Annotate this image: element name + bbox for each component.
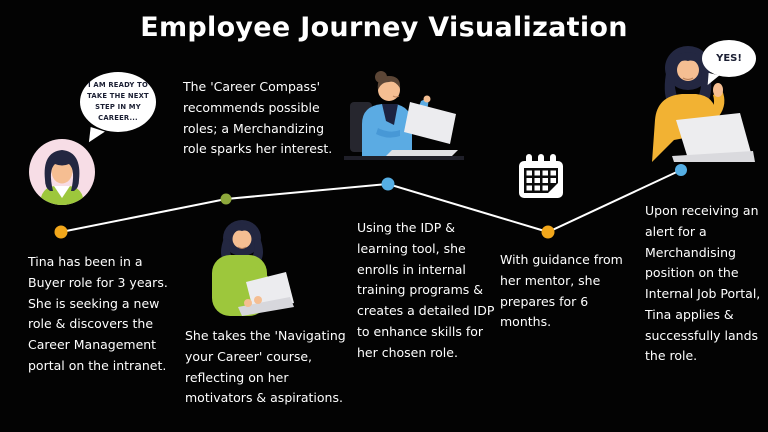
page-title: Employee Journey Visualization xyxy=(140,12,628,43)
yes-speech-text: YES! xyxy=(716,53,742,64)
step-1-description: Tina has been in a Buyer role for 3 year… xyxy=(28,254,168,373)
milestone-dot-1 xyxy=(54,225,68,239)
milestone-dot-3 xyxy=(381,177,395,191)
milestone-dot-5 xyxy=(675,164,687,176)
woman-celebrating xyxy=(652,46,755,162)
yes-speech-bubble: YES! xyxy=(702,40,756,77)
tina-avatar xyxy=(29,139,95,205)
calendar-icon xyxy=(519,154,563,198)
step-2-description-top: The 'Career Compass' recommends possible… xyxy=(183,79,333,157)
milestone-dot-4 xyxy=(541,225,555,239)
intro-speech-bubble: I AM READY TO TAKE THE NEXT STEP IN MY C… xyxy=(80,72,156,132)
milestone-dot-2 xyxy=(220,193,232,205)
woman-typing-on-laptop xyxy=(212,220,294,316)
step-5-description: Upon receiving an alert for a Merchandis… xyxy=(645,203,761,364)
intro-speech-text: I AM READY TO TAKE THE NEXT STEP IN MY C… xyxy=(87,81,149,122)
woman-at-desk xyxy=(344,71,464,160)
step-3-description: Using the IDP & learning tool, she enrol… xyxy=(357,220,495,360)
step-4-description: With guidance from her mentor, she prepa… xyxy=(500,252,623,330)
step-2-description-bottom: She takes the 'Navigating your Career' c… xyxy=(185,328,346,406)
